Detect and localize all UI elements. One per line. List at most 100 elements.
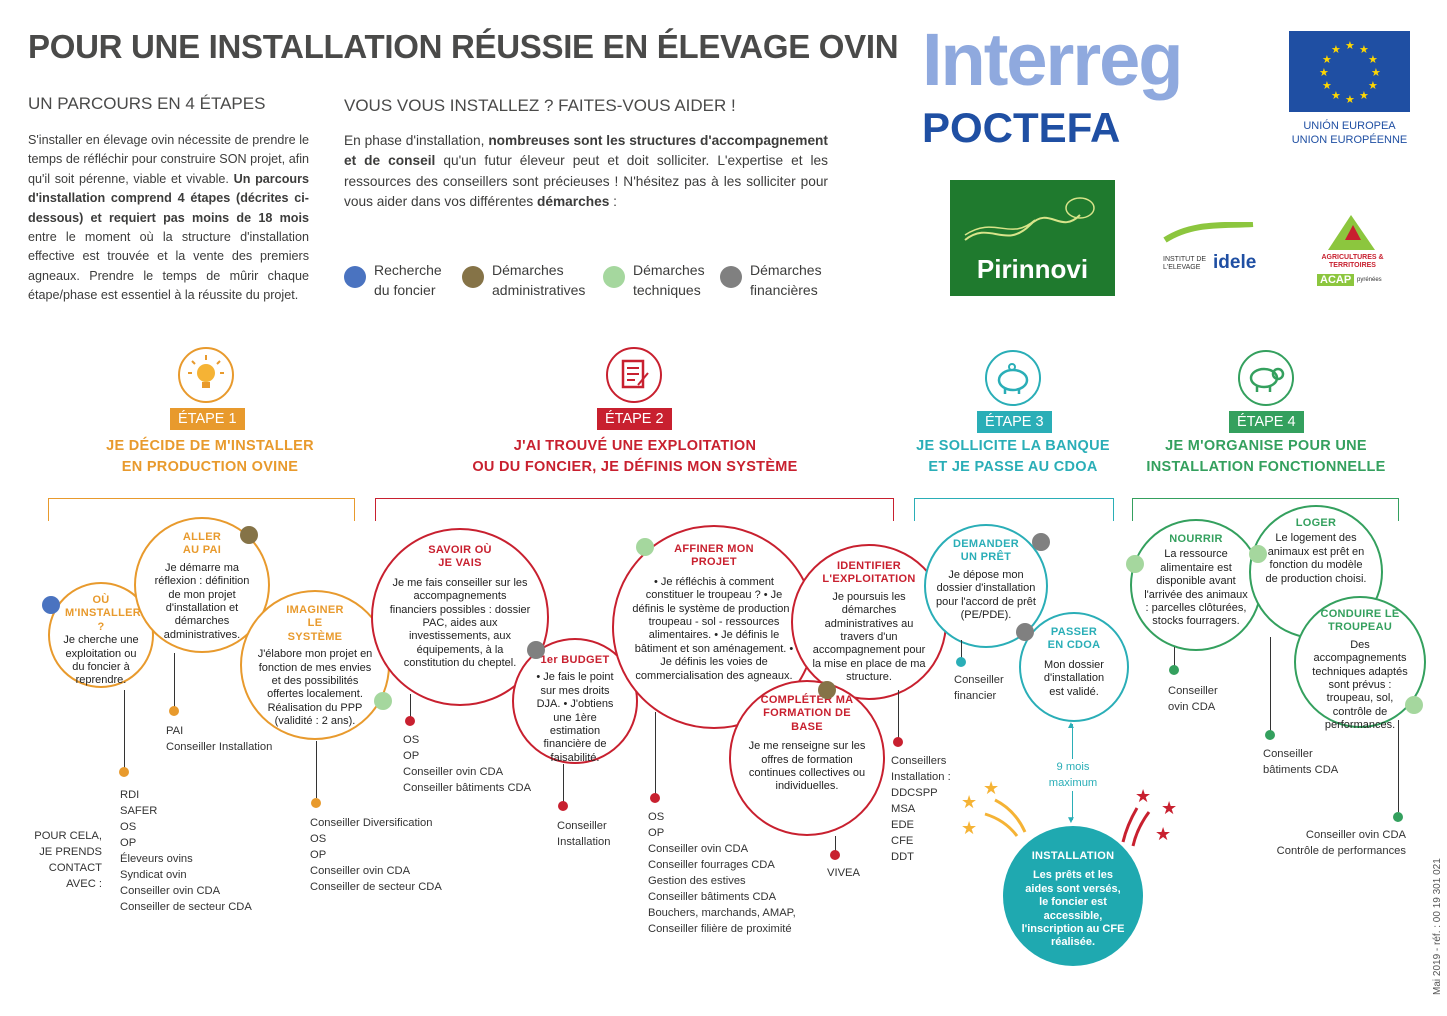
circle-text: Mon dossier d'installation est validé. bbox=[1043, 658, 1105, 698]
light-green-dot-icon bbox=[603, 266, 625, 288]
page-title: POUR UNE INSTALLATION RÉUSSIE EN ÉLEVAGE… bbox=[28, 28, 899, 65]
contacts-conduire: Conseiller ovin CDA Contrôle de performa… bbox=[1276, 829, 1406, 857]
circle-text: Le logement des animaux est prêt en fonc… bbox=[1265, 532, 1367, 585]
step-1-badge: ÉTAPE 1 bbox=[170, 408, 245, 430]
svg-text:★: ★ bbox=[1368, 79, 1378, 92]
svg-text:★: ★ bbox=[1345, 39, 1355, 52]
step-4-bracket bbox=[1132, 498, 1399, 521]
connector-line bbox=[1398, 720, 1399, 812]
circle-text: La ressource alimentaire est disponible … bbox=[1144, 548, 1248, 628]
legend-label: Démarches financières bbox=[750, 262, 822, 298]
legend-tech: Démarches techniques bbox=[603, 260, 715, 300]
step-3-bracket bbox=[914, 498, 1114, 521]
circle-cdoa: PASSER EN CDOA Mon dossier d'installatio… bbox=[1019, 612, 1129, 722]
legend-label: Recherche du foncier bbox=[374, 262, 442, 298]
svg-text:★: ★ bbox=[1359, 43, 1369, 56]
grey-dot-icon bbox=[720, 266, 742, 288]
contacts-nourrir: Conseiller ovin CDA bbox=[1168, 685, 1218, 713]
circle-text: Je dépose mon dossier d'installation pou… bbox=[936, 568, 1036, 622]
poctefa-logo: POCTEFA bbox=[922, 104, 1121, 151]
subtitle-aide: VOUS VOUS INSTALLEZ ? FAITES-VOUS AIDER … bbox=[344, 96, 736, 115]
connector-line bbox=[1270, 637, 1271, 731]
step-1-bracket bbox=[48, 498, 355, 521]
circle-title: INSTALLATION bbox=[1031, 850, 1115, 862]
circle-text: J'élabore mon projet en fonction de mes … bbox=[257, 648, 373, 728]
contacts-ou: RDI SAFER OS OP Éleveurs ovins Syndicat … bbox=[120, 789, 252, 913]
circle-demander-pret: DEMANDER UN PRÊT Je dépose mon dossier d… bbox=[924, 524, 1048, 648]
connector-line bbox=[835, 836, 836, 852]
legend-admin: Démarches administratives bbox=[462, 260, 600, 300]
circle-title: 1er BUDGET bbox=[540, 654, 610, 666]
circle-ou-installer: OÙ M'INSTALLER ? Je cherche une exploita… bbox=[48, 582, 154, 688]
circle-text: Je démarre ma réflexion : définition de … bbox=[154, 561, 250, 641]
eu-flag-icon: ★★★★ ★★★★ ★★★★ bbox=[1289, 31, 1410, 112]
svg-text:★: ★ bbox=[1359, 89, 1369, 102]
pirinnovi-text: Pirinnovi bbox=[976, 254, 1089, 284]
connector-dot bbox=[650, 793, 660, 803]
connector-dot bbox=[1169, 665, 1179, 675]
connector-line bbox=[961, 640, 962, 658]
svg-text:★: ★ bbox=[1345, 93, 1355, 106]
fireworks-left-icon: ★★★ bbox=[961, 778, 1027, 839]
circle-title: LOGER bbox=[1295, 517, 1337, 529]
legend-label: Démarches administratives bbox=[492, 262, 586, 298]
step-4-title-line2: INSTALLATION FONCTIONNELLE bbox=[1146, 459, 1386, 475]
lightbulb-icon bbox=[178, 347, 234, 403]
foncier-dot-icon bbox=[42, 596, 60, 614]
connector-line bbox=[174, 653, 175, 707]
eu-label: UNIÓN EUROPEA UNION EUROPÉENNE bbox=[1289, 119, 1410, 147]
contacts-identifier: Conseillers Installation : DDCSPP MSA ED… bbox=[891, 755, 951, 863]
help-bold: nombreuses sont les structures d'accompa… bbox=[344, 133, 828, 169]
step-2-badge: ÉTAPE 2 bbox=[597, 408, 672, 430]
svg-text:★: ★ bbox=[1135, 786, 1151, 807]
contacts-pai: PAI Conseiller Installation bbox=[166, 725, 273, 753]
intro-bold: Un parcours d'installation comprend 4 ét… bbox=[28, 171, 310, 225]
circle-identifier: IDENTIFIER L'EXPLOITATION Je poursuis le… bbox=[791, 544, 947, 700]
legend-label: Démarches techniques bbox=[633, 262, 705, 298]
svg-text:★: ★ bbox=[1161, 798, 1177, 819]
circle-title: SAVOIR OÙ JE VAIS bbox=[428, 544, 492, 570]
acap-text-3: pyrénées bbox=[1357, 277, 1382, 283]
circle-text: Je me fais conseiller sur les accompagne… bbox=[389, 576, 531, 670]
connector-line bbox=[1174, 647, 1175, 667]
connector-line bbox=[563, 764, 564, 802]
svg-text:★: ★ bbox=[961, 818, 977, 839]
connector-line bbox=[410, 694, 411, 718]
help-text: En phase d'installation, nombreuses sont… bbox=[344, 131, 828, 212]
sheep-icon bbox=[1238, 350, 1294, 406]
contacts-sys: Conseiller Diversification OS OP Conseil… bbox=[310, 817, 442, 893]
svg-text:★: ★ bbox=[1155, 824, 1171, 845]
help-part-2: qu'un futur éleveur peut et doit sollici… bbox=[344, 153, 829, 209]
piggy-bank-icon bbox=[985, 350, 1041, 406]
fin-dot-icon bbox=[1016, 623, 1034, 641]
arrow-down-icon: ▼ bbox=[1066, 815, 1076, 826]
intro-part-end: entre le moment où la structure d'instal… bbox=[28, 230, 309, 303]
svg-text:★: ★ bbox=[1322, 79, 1332, 92]
contacts-pret: Conseiller financier bbox=[954, 674, 1004, 702]
reference-text: Mai 2019 - réf. : 00 19 301 021 bbox=[1432, 858, 1443, 995]
connector-dot bbox=[956, 657, 966, 667]
idele-small-text: INSTITUT DE L'ELEVAGE bbox=[1163, 256, 1207, 271]
svg-text:★: ★ bbox=[1368, 53, 1378, 66]
circle-title: AFFINER MON PROJET bbox=[674, 543, 754, 569]
svg-text:★: ★ bbox=[1331, 43, 1341, 56]
circle-title: PASSER EN CDOA bbox=[1047, 626, 1101, 652]
help-end: : bbox=[609, 193, 617, 209]
circle-text: Les prêts et les aides sont versés, le f… bbox=[1021, 869, 1125, 949]
idele-text: idele bbox=[1213, 252, 1257, 273]
fireworks-right-icon: ★★★ bbox=[1121, 786, 1177, 847]
interreg-logo: Interreg bbox=[922, 18, 1184, 101]
circle-installation: INSTALLATION Les prêts et les aides sont… bbox=[1003, 826, 1143, 966]
connector-dot bbox=[169, 706, 179, 716]
connector-dot bbox=[893, 737, 903, 747]
idele-logo: INSTITUT DE L'ELEVAGE idele bbox=[1163, 221, 1263, 282]
connector-line bbox=[316, 741, 317, 798]
step-1-title-line1: JE DÉCIDE DE M'INSTALLER bbox=[106, 438, 314, 454]
help-part: En phase d'installation, bbox=[344, 133, 485, 148]
svg-text:★: ★ bbox=[1319, 66, 1329, 79]
step-3-title-line2: ET JE PASSE AU CDOA bbox=[928, 459, 1098, 475]
fin-dot-icon bbox=[1032, 533, 1050, 551]
step-4-badge: ÉTAPE 4 bbox=[1229, 411, 1304, 433]
